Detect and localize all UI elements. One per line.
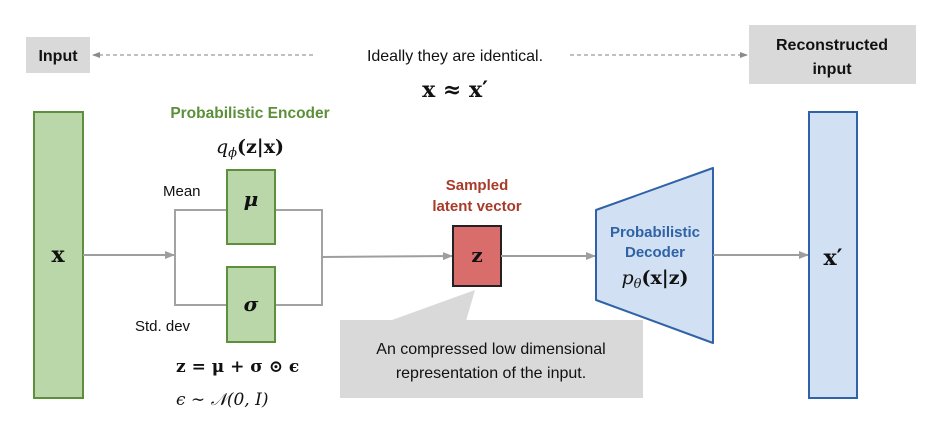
mean-label: Mean (163, 183, 201, 200)
decoder-formula: pθ(x|z) (621, 267, 688, 292)
encoder-formula-base: q (216, 136, 228, 158)
input-label-box: Input (26, 37, 90, 73)
std-box: σ (226, 266, 276, 343)
input-label: Input (38, 48, 78, 65)
mean-box: μ (226, 169, 276, 245)
noise-formula: ϵ ∼ 𝒩(0, I) (176, 390, 268, 410)
encoder-formula-args: (z|x) (237, 136, 284, 158)
encoder-formula-sub: ϕ (228, 146, 237, 161)
callout: An compressed low dimensional representa… (340, 290, 643, 398)
decoder-formula-args: (x|z) (641, 267, 688, 289)
encoder-title: Probabilistic Encoder (170, 105, 329, 122)
callout-line1: An compressed low dimensional (376, 341, 605, 358)
encoder-formula: qϕ(z|x) (216, 136, 284, 161)
reparam-formula: z = μ + σ ⊙ ϵ (176, 357, 299, 377)
decoder-title-line2: Decoder (625, 244, 685, 261)
latent-box: z (452, 225, 502, 287)
output-vector: x′ (808, 111, 858, 399)
mean-symbol: μ (244, 187, 259, 211)
decoder-formula-base: p (621, 267, 633, 289)
decoder-formula-sub: θ (634, 277, 642, 292)
identity-formula: x ≈ x′ (422, 77, 488, 103)
reconstructed-label-box: Reconstructed input (749, 25, 916, 84)
latent-symbol: z (471, 243, 482, 267)
std-label: Std. dev (135, 318, 191, 335)
std-symbol: σ (244, 292, 259, 316)
decoder-title-line1: Probabilistic (610, 224, 700, 241)
input-vector: x (33, 111, 84, 399)
decoder: Probabilistic Decoder pθ(x|z) (595, 167, 714, 344)
callout-line2: representation of the input. (396, 365, 586, 382)
identity-note: Ideally they are identical. (367, 48, 543, 65)
latent-title-line2: latent vector (432, 198, 521, 215)
reconstructed-label-line2: input (812, 61, 852, 78)
latent-title-line1: Sampled (446, 177, 509, 194)
encoder-bracket (174, 209, 323, 306)
arrow-encoder-to-latent (321, 252, 453, 261)
reconstructed-label-line1: Reconstructed (776, 37, 888, 54)
output-vector-symbol: x′ (824, 245, 843, 271)
input-vector-symbol: x (51, 242, 65, 268)
